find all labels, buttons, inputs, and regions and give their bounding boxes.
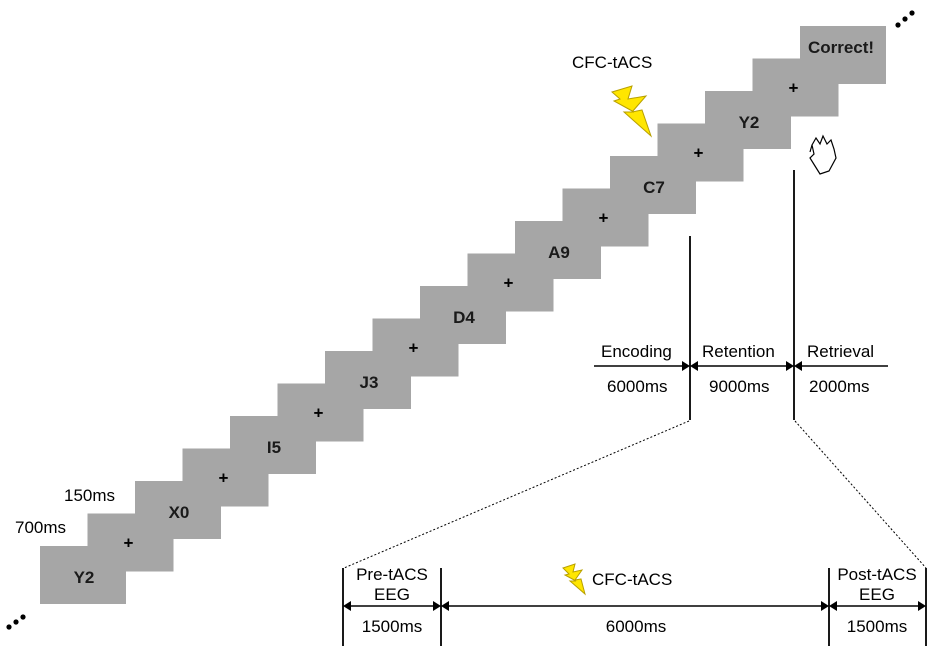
zoom-line-left bbox=[343, 420, 690, 569]
card-label: J3 bbox=[360, 373, 379, 392]
pre-tacs-duration: 1500ms bbox=[362, 617, 422, 636]
card-label: X0 bbox=[169, 503, 190, 522]
zoom-line-right bbox=[794, 420, 927, 569]
ellipsis-icon bbox=[6, 614, 26, 630]
phase-name-encoding: Encoding bbox=[601, 342, 672, 361]
hand-press-icon bbox=[809, 134, 837, 175]
phase-name-retention: Retention bbox=[702, 342, 775, 361]
post-tacs-label-line2: EEG bbox=[859, 585, 895, 604]
card-label: Y2 bbox=[74, 568, 95, 587]
phase-duration-encoding: 6000ms bbox=[607, 377, 667, 396]
card-label: A9 bbox=[548, 243, 570, 262]
stimulus-card: D4 bbox=[420, 286, 506, 344]
post-tacs-duration: 1500ms bbox=[847, 617, 907, 636]
fixation-cross: + bbox=[124, 534, 134, 553]
fixation-cross: + bbox=[314, 404, 324, 423]
card-label: I5 bbox=[267, 438, 281, 457]
stimulus-sequence: Y2 + X0 + I5 + J3 + D4 + A9 + C7 + Y2 + Correct! bbox=[40, 26, 886, 604]
fixation-cross: + bbox=[694, 144, 704, 163]
card-label: Y2 bbox=[739, 113, 760, 132]
card-label: C7 bbox=[643, 178, 665, 197]
lightning-bolt-icon bbox=[562, 563, 586, 596]
post-tacs-label: Post-tACS bbox=[837, 565, 916, 584]
lightning-bolt-icon bbox=[610, 85, 653, 138]
phase-timeline bbox=[594, 361, 888, 371]
card-label: Correct! bbox=[808, 38, 874, 57]
phase-duration-retrieval: 2000ms bbox=[809, 377, 869, 396]
cfc-tacs-duration: 6000ms bbox=[606, 617, 666, 636]
fixation-cross: + bbox=[409, 339, 419, 358]
fixation-cross: + bbox=[219, 469, 229, 488]
stimulus-duration-label: 700ms bbox=[15, 518, 66, 537]
fixation-cross: + bbox=[504, 274, 514, 293]
pre-tacs-label: Pre-tACS bbox=[356, 565, 428, 584]
pre-tacs-label-line2: EEG bbox=[374, 585, 410, 604]
retention-breakdown-timeline bbox=[342, 568, 927, 646]
cfc-tacs-label: CFC-tACS bbox=[592, 570, 672, 589]
fixation-cross: + bbox=[789, 79, 799, 98]
phase-duration-retention: 9000ms bbox=[709, 377, 769, 396]
ellipsis-icon bbox=[895, 10, 915, 28]
card-label: D4 bbox=[453, 308, 475, 327]
feedback-card: Correct! bbox=[800, 26, 886, 84]
phase-name-retrieval: Retrieval bbox=[807, 342, 874, 361]
fixation-duration-label: 150ms bbox=[64, 486, 115, 505]
stimulation-label: CFC-tACS bbox=[572, 53, 652, 72]
fixation-cross: + bbox=[599, 209, 609, 228]
